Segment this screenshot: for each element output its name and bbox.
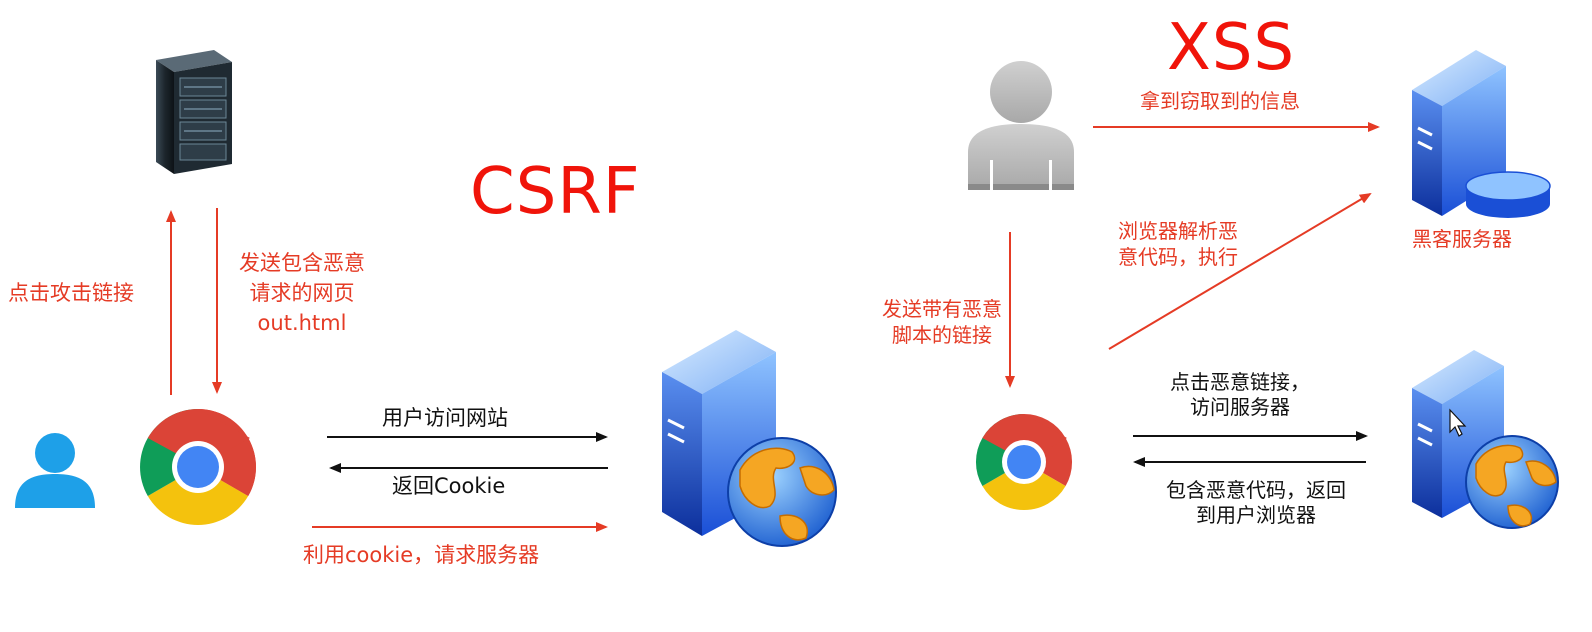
label-click-attack-link: 点击攻击链接 — [8, 281, 134, 305]
label-send-page-line3: out.html — [257, 311, 347, 335]
label-browser-parse-line1: 浏览器解析恶 — [1118, 219, 1238, 243]
label-user-visit: 用户访问网站 — [382, 406, 508, 430]
web-server-icon — [662, 330, 837, 547]
label-hacker-server: 黑客服务器 — [1412, 227, 1512, 251]
label-send-script-line1: 发送带有恶意 — [882, 297, 1002, 321]
cursor-icon — [1449, 408, 1467, 437]
chrome-browser-icon — [140, 409, 256, 525]
label-return-code-line2: 到用户浏览器 — [1196, 503, 1316, 527]
label-browser-parse: 浏览器解析恶 意代码，执行 — [1104, 218, 1252, 270]
label-send-script-line2: 脚本的链接 — [892, 323, 992, 347]
label-send-page-line2: 请求的网页 — [249, 281, 355, 305]
csrf-title: CSRF — [470, 155, 641, 229]
arrow-browser-parse — [1108, 192, 1372, 350]
label-return-cookie: 返回Cookie — [392, 474, 506, 498]
label-return-malicious-code: 包含恶意代码，返回 到用户浏览器 — [1146, 478, 1366, 528]
label-use-cookie: 利用cookie，请求服务器 — [303, 543, 540, 567]
hacker-person-icon — [968, 61, 1074, 190]
xss-title: XSS — [1167, 11, 1296, 85]
label-send-page-line1: 发送包含恶意 — [239, 251, 365, 275]
web-server-icon — [1412, 350, 1559, 529]
label-click-malicious-link: 点击恶意链接， 访问服务器 — [1150, 370, 1330, 420]
label-browser-parse-line2: 意代码，执行 — [1118, 245, 1238, 269]
label-get-stolen-info: 拿到窃取到的信息 — [1140, 89, 1300, 113]
label-send-script-link: 发送带有恶意 脚本的链接 — [872, 296, 1012, 348]
label-click-link-line2: 访问服务器 — [1190, 395, 1290, 419]
hacker-server-icon — [1412, 50, 1551, 218]
label-click-link-line1: 点击恶意链接， — [1170, 370, 1310, 394]
chrome-browser-icon — [975, 414, 1073, 511]
user-icon — [15, 433, 95, 508]
label-send-malicious-page: 发送包含恶意 请求的网页 out.html — [222, 248, 382, 338]
rack-server-icon — [156, 50, 232, 174]
label-return-code-line1: 包含恶意代码，返回 — [1166, 478, 1346, 502]
